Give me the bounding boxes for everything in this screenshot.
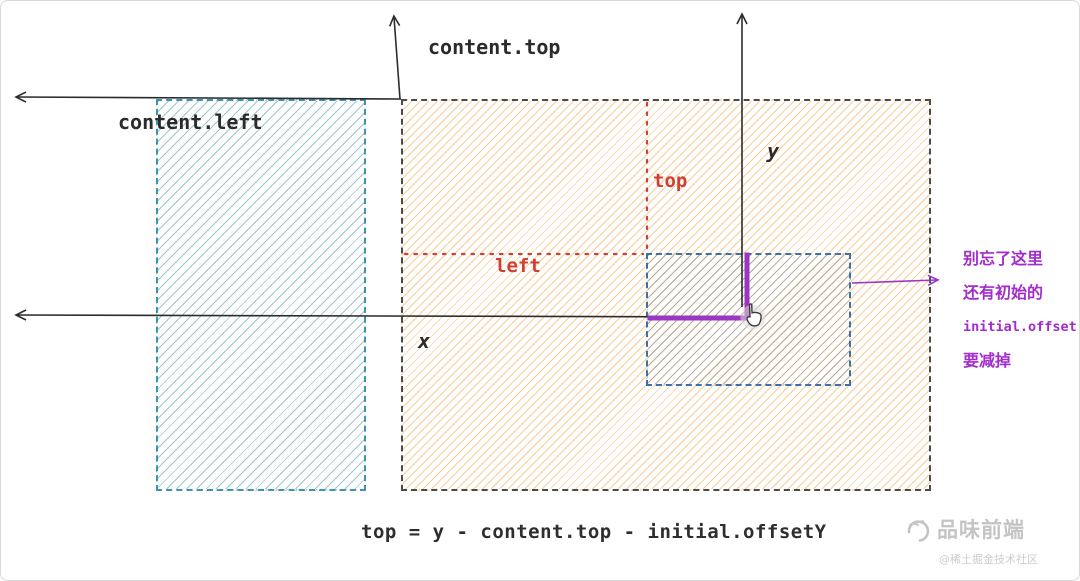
y-label: y — [767, 139, 780, 163]
content-left-label: content.left — [118, 110, 263, 134]
x-label: x — [418, 329, 431, 353]
note-line-1: 别忘了这里 — [963, 249, 1044, 268]
content-top-label: content.top — [428, 35, 561, 59]
watermark: 品味前端 @稀土掘金技术社区 — [901, 511, 1076, 567]
brand-name: 品味前端 — [937, 518, 1025, 542]
note-line-2: 还有初始的 — [963, 283, 1044, 302]
top-label: top — [653, 170, 688, 192]
formula-text: top = y - content.top - initial.offsetY — [361, 521, 827, 543]
hand-cursor-icon — [737, 300, 769, 336]
note-line-3: initial.offset — [963, 319, 1077, 335]
content-left-panel-rect — [156, 99, 366, 491]
content-top-arrow — [388, 14, 401, 100]
initial-offset-note: 别忘了这里 还有初始的 initial.offset 要减掉 — [963, 242, 1077, 378]
left-label: left — [495, 255, 541, 277]
community-credit: @稀土掘金技术社区 — [939, 553, 1038, 566]
brand-logo-icon — [901, 511, 933, 547]
note-line-4: 要减掉 — [963, 351, 1012, 370]
